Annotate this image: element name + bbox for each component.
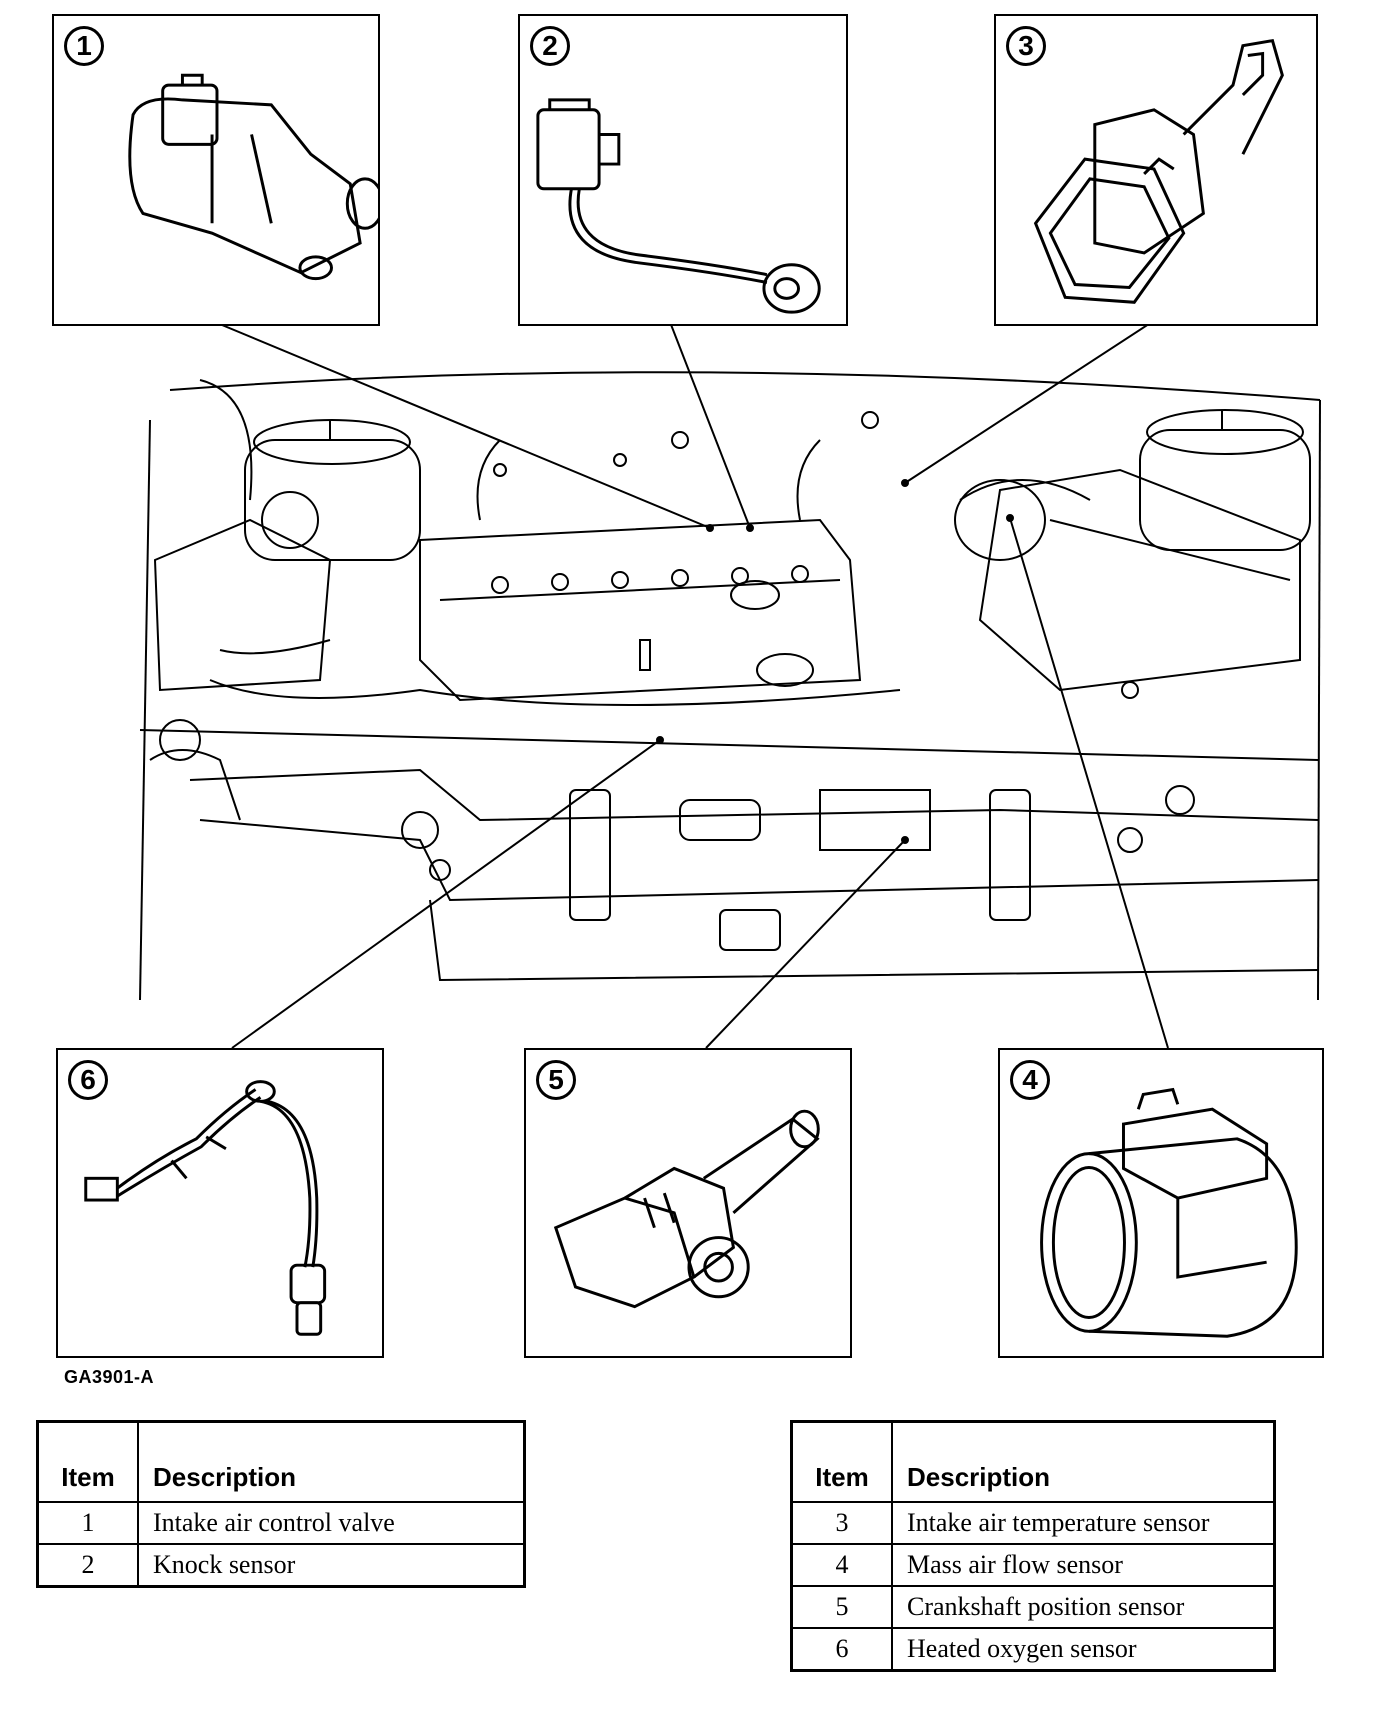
table-header-row: Item Description (790, 1420, 1276, 1503)
item-number: 6 (790, 1627, 893, 1672)
item-description: Heated oxygen sensor (891, 1627, 1276, 1672)
column-header-item: Item (36, 1420, 139, 1503)
callout-panel-4: 4 (998, 1048, 1324, 1358)
column-header-item: Item (790, 1420, 893, 1503)
callout-panel-2: 2 (518, 14, 848, 326)
callout-number-badge: 4 (1010, 1060, 1050, 1100)
column-header-description: Description (137, 1420, 526, 1503)
callout-panel-3: 3 (994, 14, 1318, 326)
item-description: Intake air control valve (137, 1501, 526, 1545)
intake-air-control-valve-icon (128, 73, 378, 281)
intake-air-temperature-sensor-icon (1033, 39, 1284, 304)
item-number: 2 (36, 1543, 139, 1588)
callout-panel-1: 1 (52, 14, 380, 326)
table-row: 6 Heated oxygen sensor (790, 1627, 1276, 1672)
callout-number-badge: 6 (68, 1060, 108, 1100)
figure-code: GA3901-A (64, 1367, 155, 1387)
callout-panel-5: 5 (524, 1048, 852, 1358)
item-number: 4 (790, 1543, 893, 1587)
legend-table-2: Item Description 3 Intake air temperatur… (790, 1420, 1276, 1672)
item-description: Intake air temperature sensor (891, 1501, 1276, 1545)
callout-number-badge: 2 (530, 26, 570, 66)
table-row: 3 Intake air temperature sensor (790, 1501, 1276, 1545)
callout-number-badge: 1 (64, 26, 104, 66)
callout-number-badge: 3 (1006, 26, 1046, 66)
item-description: Mass air flow sensor (891, 1543, 1276, 1587)
callout-panel-6: 6 (56, 1048, 384, 1358)
table-row: 4 Mass air flow sensor (790, 1543, 1276, 1587)
item-description: Crankshaft position sensor (891, 1585, 1276, 1629)
mass-air-flow-sensor-icon (1040, 1087, 1298, 1338)
table-row: 2 Knock sensor (36, 1543, 526, 1588)
table-row: 5 Crankshaft position sensor (790, 1585, 1276, 1629)
crankshaft-position-sensor-icon (553, 1109, 820, 1309)
item-number: 5 (790, 1585, 893, 1629)
legend-table-1: Item Description 1 Intake air control va… (36, 1420, 526, 1588)
item-number: 1 (36, 1501, 139, 1545)
item-number: 3 (790, 1501, 893, 1545)
callout-number-badge: 5 (536, 1060, 576, 1100)
column-header-description: Description (891, 1420, 1276, 1503)
item-description: Knock sensor (137, 1543, 526, 1588)
knock-sensor-icon (536, 98, 821, 314)
heated-oxygen-sensor-icon (84, 1080, 327, 1336)
table-header-row: Item Description (36, 1420, 526, 1503)
table-row: 1 Intake air control valve (36, 1501, 526, 1545)
